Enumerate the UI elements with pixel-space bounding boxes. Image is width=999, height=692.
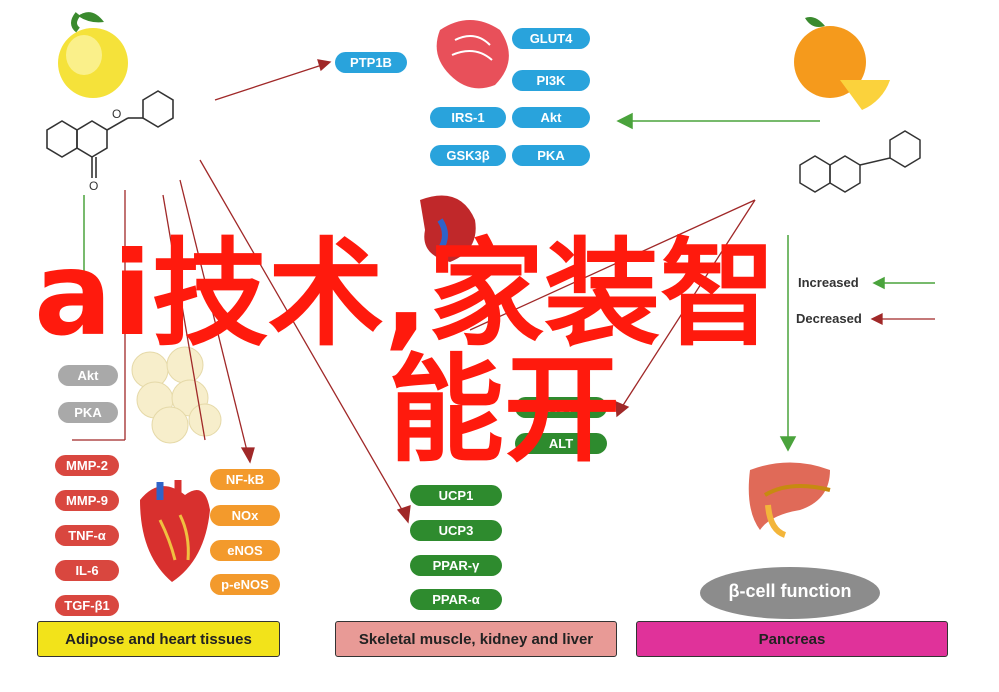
beta-cell-label: β-cell function	[728, 581, 852, 601]
muscle-icon	[436, 20, 509, 89]
legend-increased: Increased	[798, 275, 859, 290]
ppar-alpha-pill: PPAR-α	[410, 589, 502, 610]
fat-cells-icon	[131, 346, 222, 444]
ast-pill: AST	[515, 397, 607, 418]
ppar-gamma-pill: PPAR-γ	[410, 555, 502, 576]
footer-pancreas: Pancreas	[636, 621, 948, 657]
overlay-title-line2: 能开	[388, 343, 620, 478]
ptp1b-pill: PTP1B	[335, 52, 407, 73]
ucp1-pill: UCP1	[410, 485, 502, 506]
flavone-molecule-icon	[46, 90, 174, 178]
footer-muscle-kidney-liver: Skeletal muscle, kidney and liver	[335, 621, 617, 657]
alt-pill: ALT	[515, 433, 607, 454]
pancreas-icon	[748, 462, 831, 538]
lemon-icon	[58, 12, 128, 98]
mmp9-pill: MMP-9	[55, 490, 119, 511]
molecule-atom-label: O	[112, 107, 121, 121]
nox-pill: NOx	[210, 505, 280, 526]
akt-pill: Akt	[512, 107, 590, 128]
decrease-arrows	[72, 59, 935, 524]
molecule-atom-label: O	[89, 179, 98, 193]
kidney-icon	[420, 195, 476, 262]
quercetin-molecule-icon	[799, 130, 921, 193]
pi3k-pill: PI3K	[512, 70, 590, 91]
irs1-pill: IRS-1	[430, 107, 506, 128]
glut4-pill: GLUT4	[512, 28, 590, 49]
penos-pill: p-eNOS	[210, 574, 280, 595]
ucp3-pill: UCP3	[410, 520, 502, 541]
orange-fruit-icon	[794, 17, 890, 110]
pka-pill: PKA	[512, 145, 590, 166]
nfkb-pill: NF-kB	[210, 469, 280, 490]
tgfb1-pill: TGF-β1	[55, 595, 119, 616]
beta-cell-ellipse	[700, 567, 880, 619]
tnfa-pill: TNF-α	[55, 525, 119, 546]
legend-decreased: Decreased	[796, 311, 862, 326]
footer-adipose-heart: Adipose and heart tissues	[37, 621, 280, 657]
mmp2-pill: MMP-2	[55, 455, 119, 476]
pka-left-pill: PKA	[58, 402, 118, 423]
increase-arrows	[83, 112, 935, 452]
overlay-title-line1: ai技术,家装智	[34, 227, 777, 362]
heart-icon	[140, 480, 210, 582]
enos-pill: eNOS	[210, 540, 280, 561]
il6-pill: IL-6	[55, 560, 119, 581]
akt-left-pill: Akt	[58, 365, 118, 386]
gsk3b-pill: GSK3β	[430, 145, 506, 166]
